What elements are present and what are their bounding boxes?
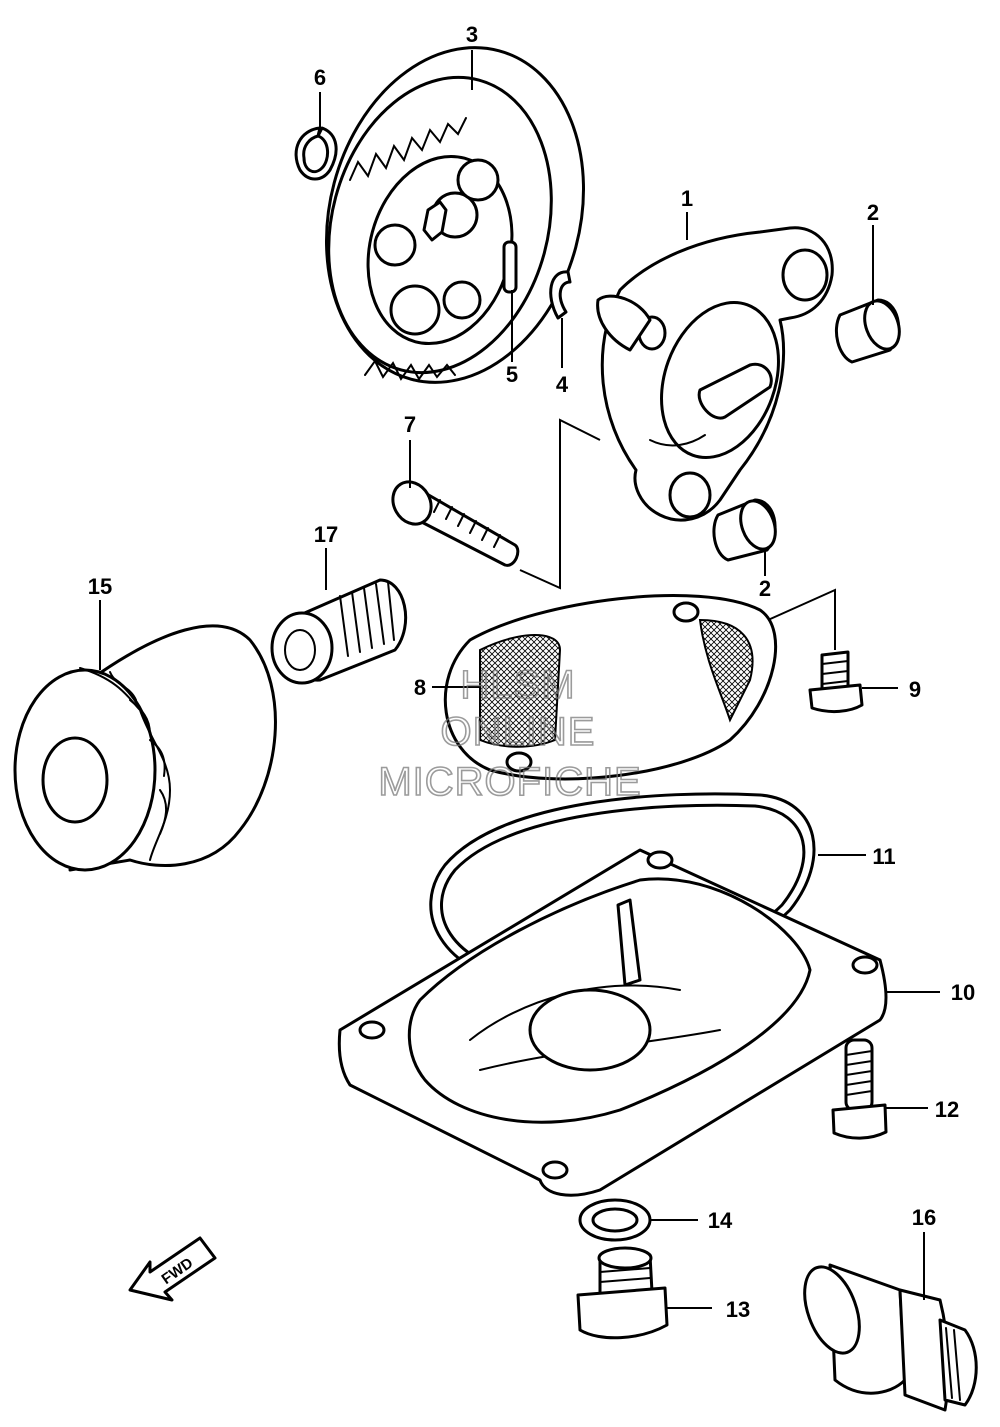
callout-2-upper: 2	[867, 200, 879, 225]
callout-12: 12	[935, 1097, 959, 1122]
pan-bolt	[831, 1038, 888, 1140]
callout-1: 1	[681, 186, 693, 211]
callout-16: 16	[912, 1205, 936, 1230]
callout-15: 15	[88, 574, 112, 599]
callout-4: 4	[556, 372, 569, 397]
fwd-arrow-icon: FWD	[128, 1236, 217, 1302]
union-bolt	[270, 578, 408, 685]
oil-pan	[337, 848, 888, 1197]
callout-2-lower: 2	[759, 576, 771, 601]
pin	[502, 240, 518, 294]
oil-pump-gear	[324, 46, 586, 384]
oil-filter	[13, 624, 277, 872]
pump-bolt	[391, 480, 520, 567]
drain-plug	[576, 1246, 669, 1340]
callout-5: 5	[506, 362, 518, 387]
leader-lines	[99, 50, 940, 1309]
watermark-line-2: ONLINE	[441, 710, 596, 754]
callout-9: 9	[909, 677, 921, 702]
callout-7: 7	[404, 412, 416, 437]
callout-17: 17	[314, 522, 338, 547]
callout-6: 6	[314, 65, 326, 90]
e-clip	[549, 270, 572, 320]
drain-gasket	[578, 1198, 652, 1242]
callout-11: 11	[872, 844, 895, 869]
circlip	[294, 126, 338, 181]
watermark-line-1: HLSM	[460, 663, 575, 707]
callout-13: 13	[726, 1297, 750, 1322]
watermark: HLSM ONLINE MICROFICHE	[378, 662, 642, 805]
callout-3: 3	[466, 22, 478, 47]
oil-pump-body	[596, 226, 834, 522]
callout-8: 8	[414, 675, 426, 700]
callout-10: 10	[951, 980, 975, 1005]
dowel-pin-upper	[835, 298, 901, 364]
oil-strainer	[443, 594, 777, 781]
callout-14: 14	[708, 1208, 733, 1233]
watermark-line-3: MICROFICHE	[378, 760, 641, 804]
oil-pressure-switch	[803, 1263, 978, 1412]
strainer-bolt	[808, 650, 864, 714]
dowel-pin-lower	[712, 498, 777, 562]
